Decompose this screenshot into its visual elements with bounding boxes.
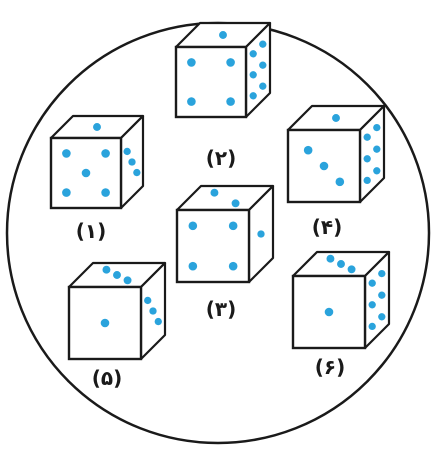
die-pip (335, 177, 345, 187)
die-2 (174, 21, 272, 119)
die-pip (113, 271, 121, 279)
die-pip (337, 260, 345, 268)
die-pip (378, 291, 386, 299)
die-pip (373, 167, 381, 175)
die-pip (133, 168, 141, 177)
die-pip (347, 265, 356, 274)
die-6 (291, 250, 391, 350)
die-pip (363, 133, 371, 141)
die-5 (67, 261, 167, 361)
die-pip (101, 149, 110, 158)
die-label-5: (۵) (92, 366, 123, 390)
die-pip (123, 276, 132, 285)
die-front-face (174, 45, 248, 119)
die-pip (123, 147, 131, 156)
die-pip (102, 265, 111, 274)
die-pip (188, 261, 198, 271)
die-pip (368, 322, 376, 331)
die-4 (286, 104, 386, 204)
die-pip (149, 307, 157, 315)
die-pip (188, 221, 198, 231)
die-pip (368, 301, 376, 309)
dice-group (49, 21, 391, 361)
die-pip (373, 123, 381, 132)
die-front-face (175, 208, 251, 284)
die-pip (326, 254, 335, 263)
die-pip (187, 97, 196, 106)
die-label-1: (۱) (76, 219, 107, 243)
die-pip (257, 230, 265, 238)
die-pip (373, 145, 381, 153)
die-pip (62, 188, 71, 197)
die-pip (249, 92, 257, 100)
die-pip (363, 176, 371, 185)
die-pip (249, 71, 257, 79)
die-pip (368, 279, 376, 287)
die-pip (259, 82, 267, 90)
die-1 (49, 114, 145, 210)
die-pip (228, 221, 238, 231)
die-pip (128, 158, 136, 166)
die-pip (81, 168, 91, 178)
die-pip (259, 40, 267, 48)
die-pip (219, 31, 227, 39)
die-pip (378, 269, 386, 278)
die-pip (187, 58, 196, 67)
die-label-4: (۴) (312, 215, 343, 239)
die-label-3: (۳) (206, 297, 237, 321)
die-pip (231, 199, 240, 208)
die-pip (210, 188, 219, 197)
die-pip (226, 97, 235, 106)
die-pip (62, 149, 71, 158)
die-pip (363, 155, 371, 163)
die-label-6: (۶) (315, 355, 346, 379)
die-pip (249, 50, 257, 58)
die-pip (324, 307, 334, 317)
die-pip (144, 296, 152, 305)
die-3 (175, 184, 275, 284)
die-pip (319, 161, 329, 171)
die-pip (226, 58, 235, 67)
die-label-2: (۲) (206, 146, 237, 170)
die-pip (228, 261, 238, 271)
die-pip (100, 318, 110, 328)
die-pip (303, 145, 313, 155)
die-pip (93, 123, 101, 131)
die-pip (378, 313, 386, 321)
die-pip (332, 114, 340, 122)
die-pip (154, 317, 162, 326)
die-pip (259, 61, 267, 69)
die-pip (101, 188, 110, 197)
